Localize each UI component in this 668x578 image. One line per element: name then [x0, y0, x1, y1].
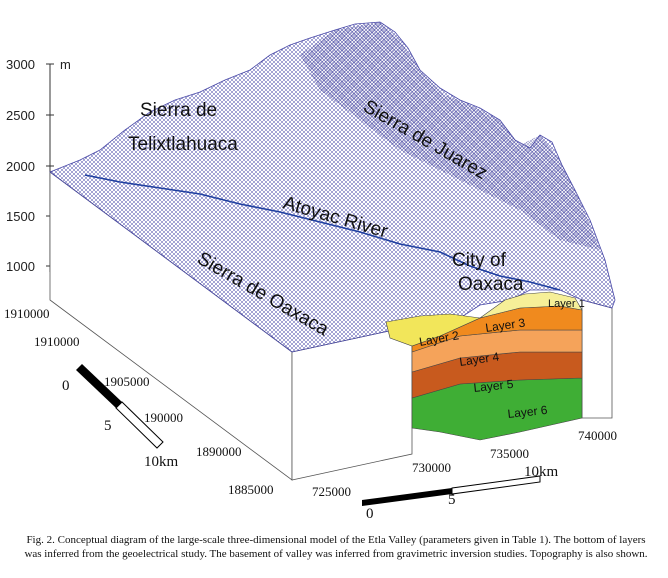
topography-mesh: [49, 21, 616, 353]
easting-tick: 730000: [412, 460, 451, 475]
sierra-telixtlahuaca-label-2: Telixtlahuaca: [128, 134, 238, 155]
layer-2-label: Layer 2: [418, 328, 460, 349]
easting-tick: 735000: [490, 446, 529, 461]
mesh-ridge-dense: [300, 22, 600, 250]
easting-tick: 725000: [312, 484, 351, 499]
city-oaxaca-label-1: City of: [452, 250, 507, 271]
scale-bottom-end: 10km: [524, 464, 559, 480]
northing-tick: 1885000: [228, 482, 274, 497]
scale-bar-left: 0 5 10km: [62, 364, 179, 470]
sierra-telixtlahuaca-label-1: Sierra de: [140, 100, 217, 121]
northing-tick: 190000: [144, 410, 183, 425]
easting-axis: 725000 730000 735000 740000: [312, 428, 617, 499]
block-faces: [49, 171, 613, 481]
mesh-surface: [49, 21, 616, 353]
easting-tick: 740000: [578, 428, 617, 443]
elevation-tick: 1000: [6, 259, 35, 274]
layer-3-label: Layer 3: [484, 315, 526, 334]
layer-2: [385, 313, 482, 347]
city-oaxaca-label-2: Oaxaca: [458, 274, 524, 295]
figure-caption: Fig. 2. Conceptual diagram of the large-…: [24, 534, 648, 560]
scale-bottom-mid: 5: [448, 492, 456, 508]
northing-tick: 1890000: [196, 444, 242, 459]
atoyac-river-line: [84, 174, 561, 291]
elevation-tick: 2000: [6, 159, 35, 174]
layer-labels: Layer 1 Layer 2 Layer 3 Layer 4 Layer 5 …: [418, 298, 585, 421]
layer-1-label: Layer 1: [548, 298, 585, 310]
layer-4-label: Layer 4: [458, 349, 500, 368]
layer-1: [479, 291, 583, 319]
northing-axis: 1910000 1910000 1905000 190000 1890000 1…: [4, 306, 274, 497]
scale-bottom-zero: 0: [366, 506, 374, 522]
elevation-tick: 1500: [6, 209, 35, 224]
northing-tick: 1905000: [104, 374, 150, 389]
northing-tick: 1910000: [34, 334, 80, 349]
right-face: [581, 299, 613, 419]
layer-6-label: Layer 6: [507, 403, 549, 421]
scale-left-end: 10km: [144, 454, 179, 470]
layer-5-label: Layer 5: [473, 377, 515, 395]
elevation-unit: m: [60, 57, 71, 72]
layer-cross-section: [385, 291, 583, 441]
elevation-tick: 3000: [6, 57, 35, 72]
northing-tick: 1910000: [4, 306, 50, 321]
scale-bar-bottom: 0 5 10km: [362, 464, 559, 522]
elevation-tick: 2500: [6, 108, 35, 123]
front-face: [291, 325, 413, 481]
scale-left-mid: 5: [104, 418, 112, 434]
scale-left-zero: 0: [62, 378, 70, 394]
elevation-axis: 3000 m 2500 2000 1500 1000: [6, 57, 71, 274]
